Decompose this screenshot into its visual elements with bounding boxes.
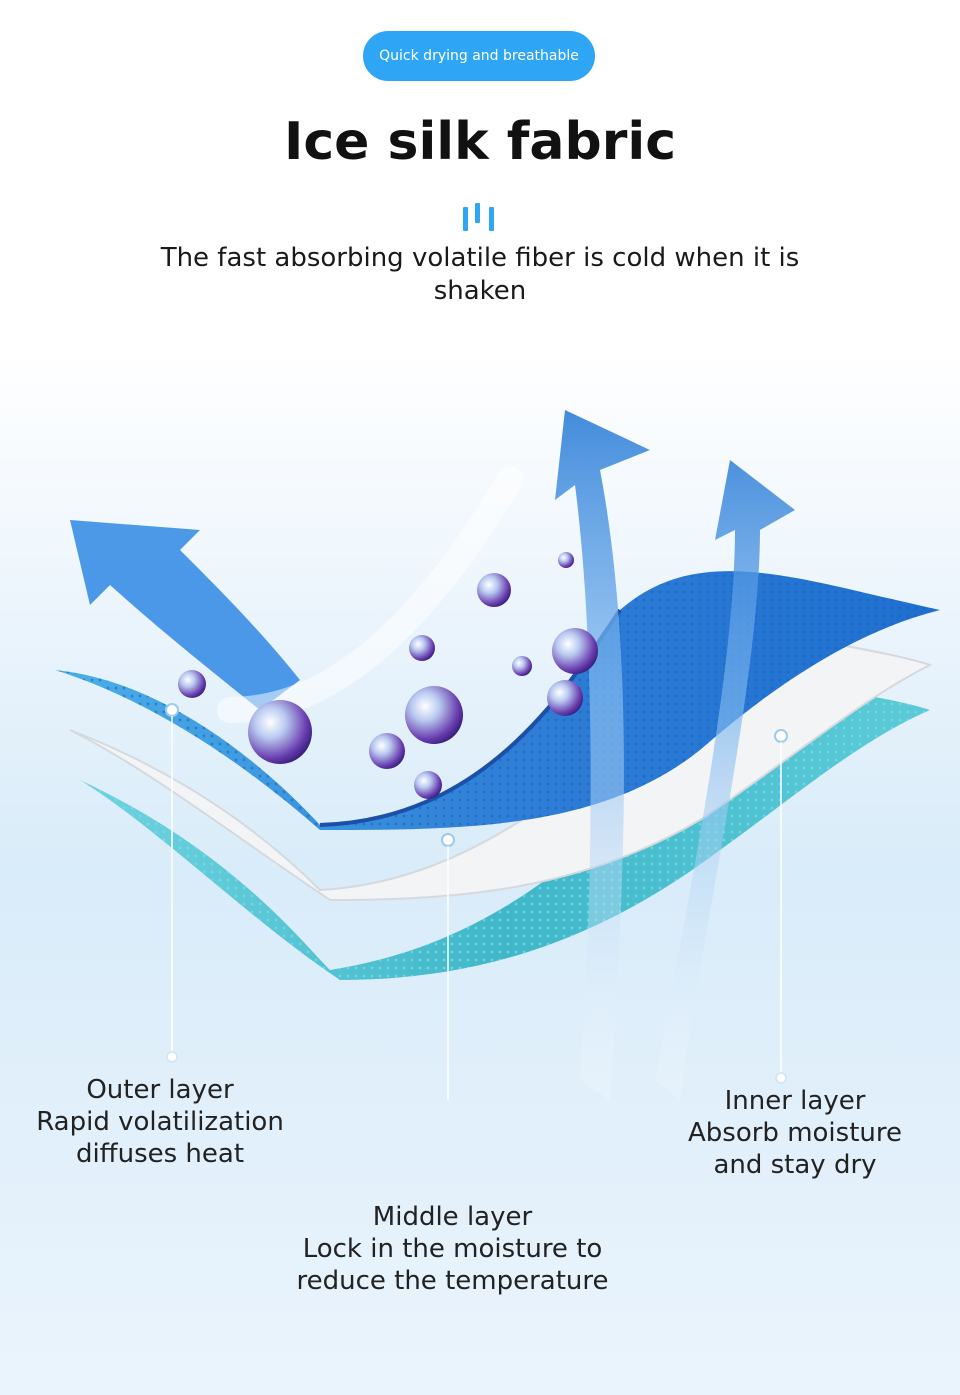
inner-layer-line2: and stay dry [713, 1150, 877, 1180]
outer-layer-line2: diffuses heat [75, 1139, 245, 1169]
middle-layer-name: Middle layer [372, 1202, 533, 1232]
upward-arrow-icon [70, 467, 523, 723]
middle-layer-line1: Lock in the moisture to [302, 1234, 603, 1264]
page-title: Ice silk fabric [283, 112, 677, 172]
water-droplet-icon [178, 552, 598, 799]
fabric-layers-illustration [55, 410, 940, 1100]
feature-badge: Quick drying and breathable [363, 31, 595, 81]
middle-layer-callout [441, 833, 455, 1100]
page-subtitle: The fast absorbing volatile fiber is col… [160, 243, 800, 306]
upward-arrow-icon [555, 410, 650, 1100]
outer-layer-callout [165, 703, 179, 1063]
inner-layer-name: Inner layer [724, 1086, 866, 1116]
upward-arrow-icon [655, 460, 795, 1100]
inner-layer-callout [774, 729, 788, 1084]
middle-layer-line2: reduce the temperature [296, 1266, 609, 1296]
feature-badge-label: Quick drying and breathable [379, 48, 579, 64]
outer-layer-line1: Rapid volatilization [36, 1107, 284, 1137]
inner-layer-line1: Absorb moisture [688, 1118, 902, 1148]
inner-layer-label: Inner layer Absorb moisture and stay dry [670, 1085, 920, 1181]
triple-bar-icon [463, 203, 494, 231]
outer-layer-name: Outer layer [86, 1075, 234, 1105]
middle-layer-label: Middle layer Lock in the moisture to red… [280, 1201, 625, 1297]
outer-layer-label: Outer layer Rapid volatilization diffuse… [20, 1074, 300, 1170]
